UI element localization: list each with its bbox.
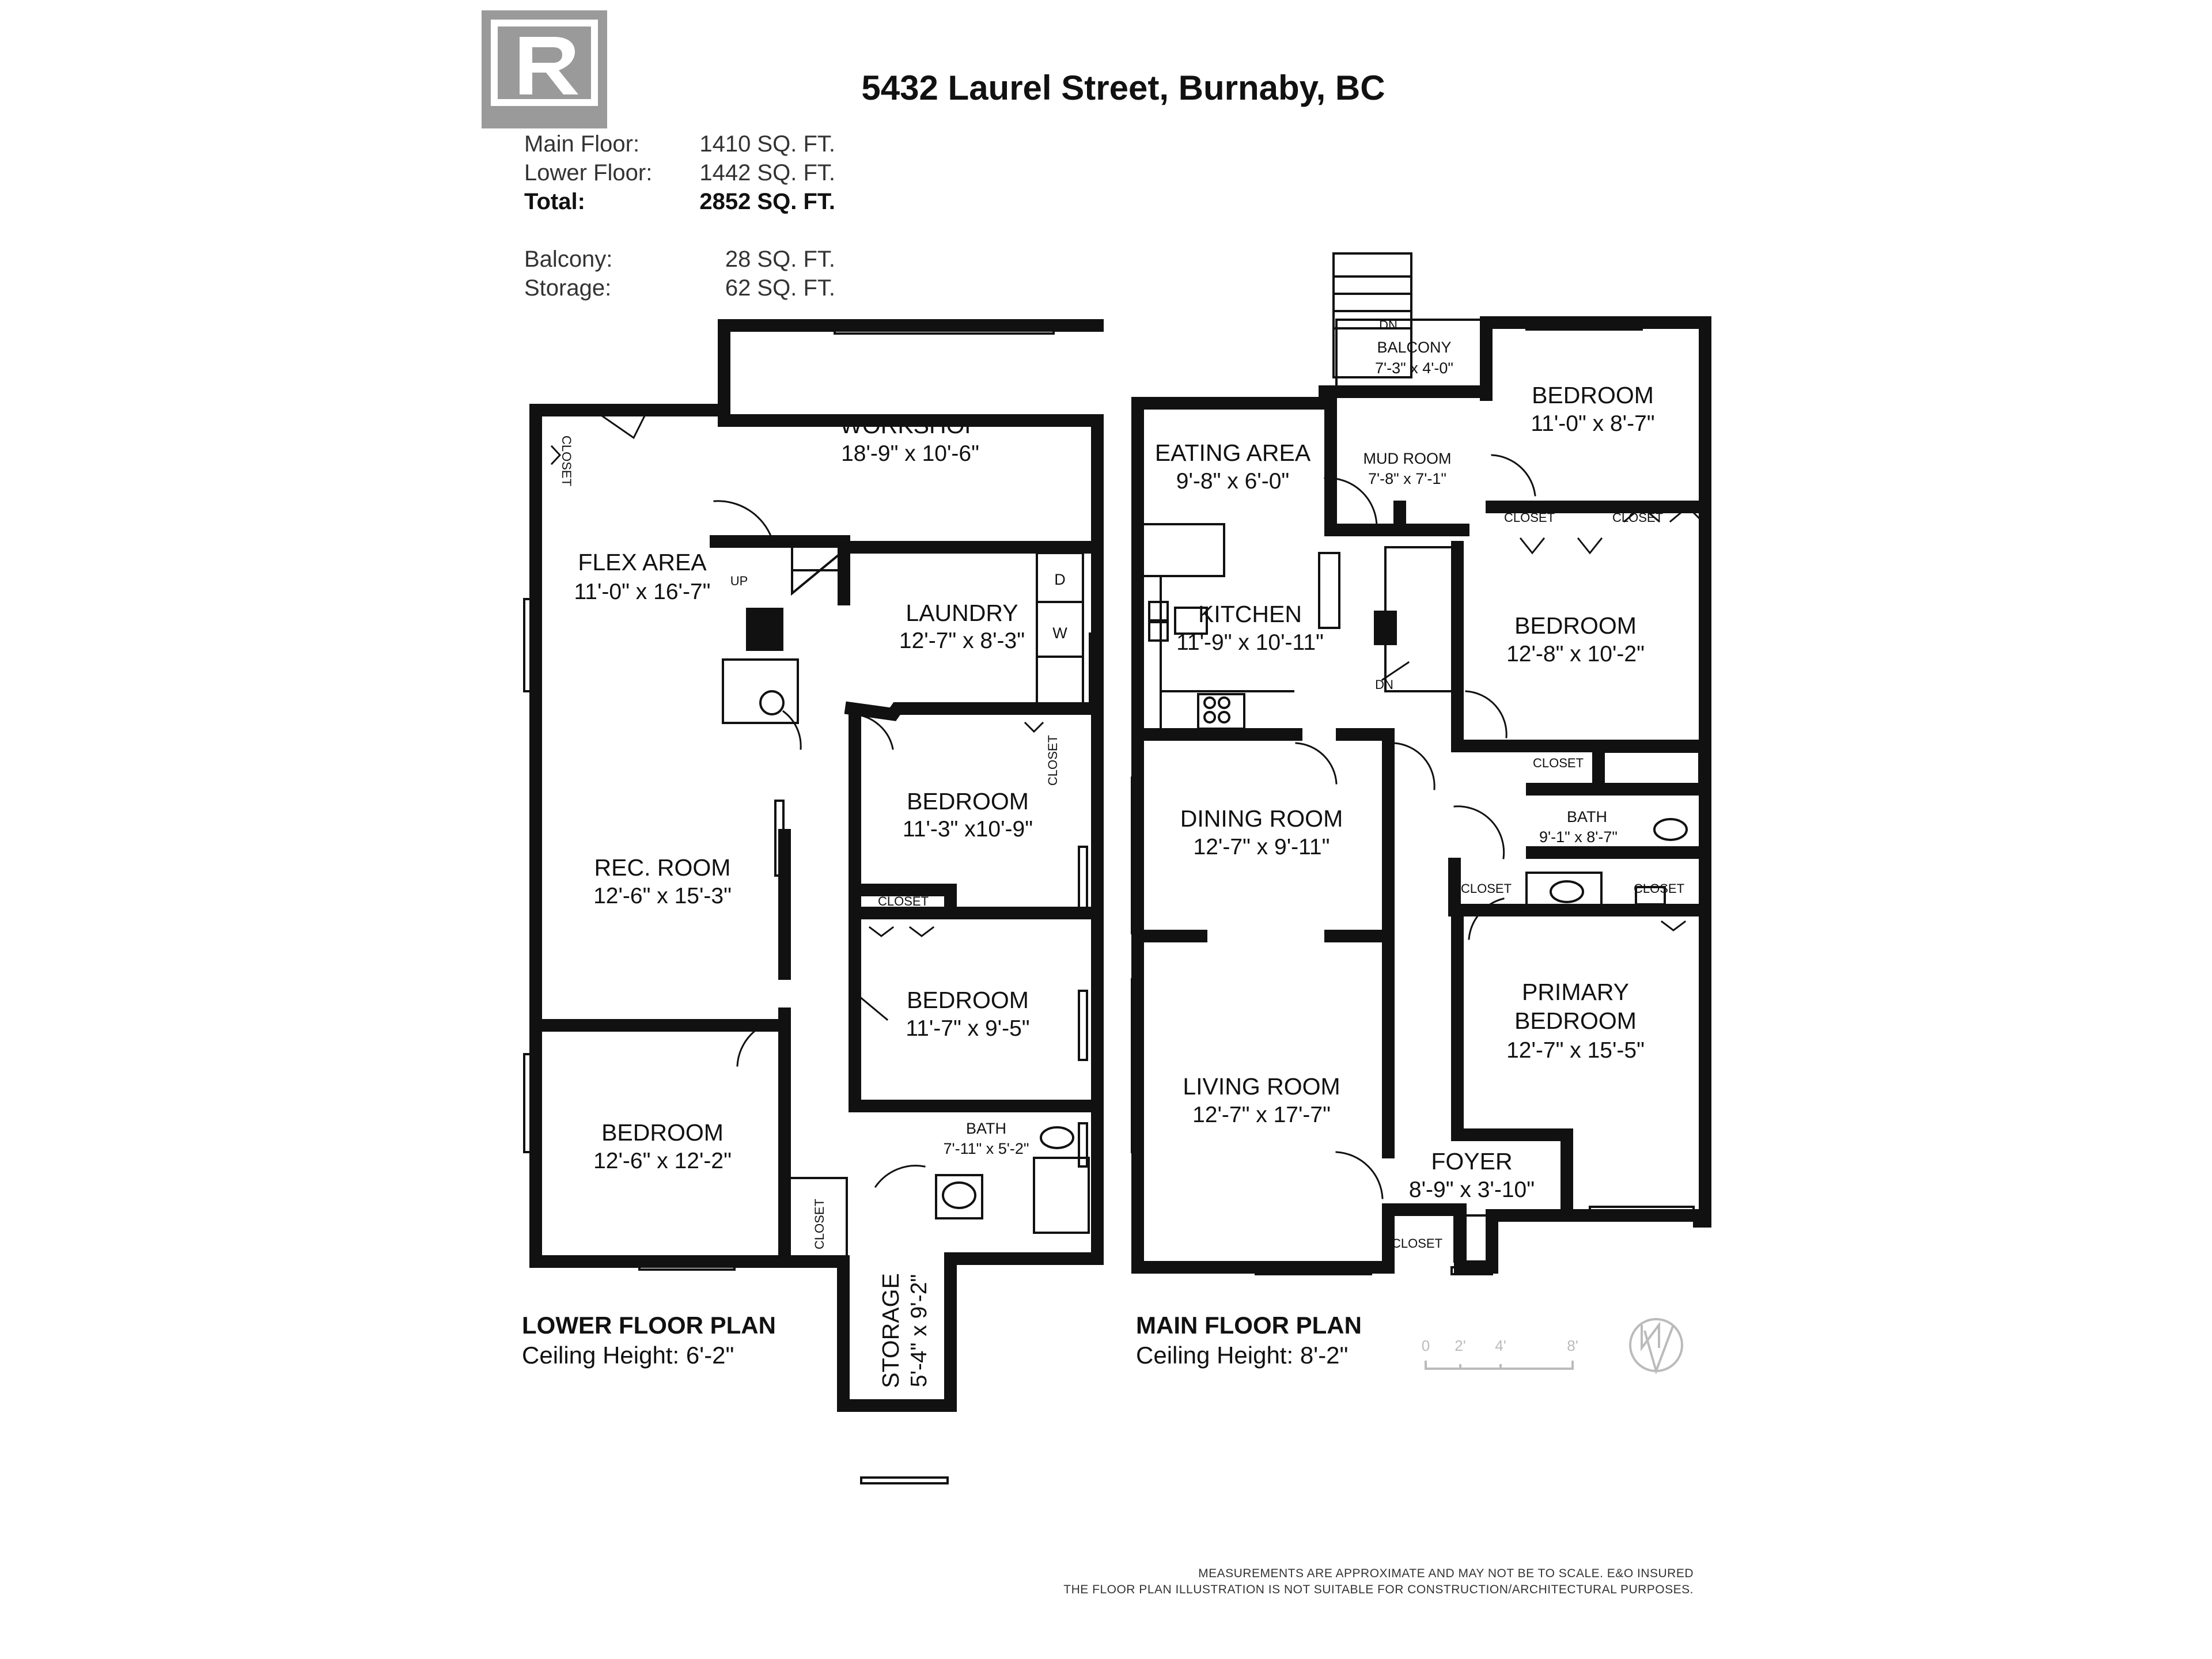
stair-dn-label: DN bbox=[1375, 677, 1393, 692]
kitchen-dim: 11'-9" x 10'-11" bbox=[1176, 630, 1324, 655]
main-bedroom-b-dim: 12'-8" x 10'-2" bbox=[1506, 642, 1645, 666]
living-room-dim: 12'-7" x 17'-7" bbox=[1192, 1103, 1331, 1127]
main-bedroom-a-dim: 11'-0" x 8'-7" bbox=[1531, 411, 1654, 436]
dryer-label: D bbox=[1054, 571, 1066, 588]
flex-area-label: FLEX AREA bbox=[578, 549, 707, 575]
closet-hall: CLOSET bbox=[878, 894, 929, 908]
storage-dim: 5'-4" x 9'-2" bbox=[907, 1274, 931, 1388]
rec-room-dim: 12'-6" x 15'-3" bbox=[593, 884, 732, 908]
foyer-label: FOYER bbox=[1431, 1148, 1512, 1175]
mud-room-label: MUD ROOM bbox=[1363, 450, 1452, 467]
eating-area-dim: 9'-8" x 6'-0" bbox=[1176, 469, 1290, 494]
primary-bedroom-label-1: PRIMARY bbox=[1522, 979, 1629, 1005]
lower-floor-caption: LOWER FLOOR PLAN Ceiling Height: 6'-2" bbox=[522, 1312, 776, 1369]
svg-text:4': 4' bbox=[1495, 1337, 1506, 1354]
storage-label: STORAGE bbox=[877, 1273, 904, 1388]
disclaimer-line-1: MEASUREMENTS ARE APPROXIMATE AND MAY NOT… bbox=[1198, 1567, 1694, 1580]
lower-bath-dim: 7'-11" x 5'-2" bbox=[943, 1140, 1029, 1157]
lower-bedroom-c-label: BEDROOM bbox=[601, 1119, 724, 1146]
svg-text:2': 2' bbox=[1455, 1337, 1465, 1354]
washer-label: W bbox=[1052, 624, 1067, 642]
foyer-dim: 8'-9" x 3'-10" bbox=[1409, 1177, 1535, 1202]
main-floor-caption: MAIN FLOOR PLAN Ceiling Height: 8'-2" bbox=[1136, 1312, 1362, 1369]
lower-floor-labels: WORKSHOP 18'-9" x 10'-6" FLEX AREA 11'-0… bbox=[559, 412, 1067, 1388]
primary-bedroom-label-2: BEDROOM bbox=[1514, 1007, 1637, 1034]
flex-area-dim: 11'-0" x 16'-7" bbox=[574, 579, 711, 604]
mud-room-dim: 7'-8" x 7'-1" bbox=[1368, 470, 1446, 487]
scale-bar bbox=[1425, 1361, 1574, 1370]
closet-bedroom-a-left: CLOSET bbox=[1504, 510, 1555, 525]
lower-bedroom-b-dim: 11'-7" x 9'-5" bbox=[906, 1016, 1029, 1041]
main-bedroom-a-label: BEDROOM bbox=[1532, 382, 1654, 408]
realtor-logo bbox=[482, 10, 607, 128]
balcony-label: BALCONY bbox=[1377, 339, 1451, 356]
lower-bath-label: BATH bbox=[966, 1120, 1006, 1137]
living-room-label: LIVING ROOM bbox=[1183, 1073, 1340, 1100]
primary-bedroom-dim: 12'-7" x 15'-5" bbox=[1506, 1038, 1645, 1063]
closet-foyer: CLOSET bbox=[1392, 1236, 1442, 1251]
closet-bedroom-a: CLOSET bbox=[1046, 735, 1060, 786]
laundry-dim: 12'-7" x 8'-3" bbox=[899, 628, 1025, 653]
eating-area-label: EATING AREA bbox=[1155, 440, 1311, 466]
main-bath-label: BATH bbox=[1567, 808, 1607, 825]
scale-ticks: 0 2' 4' 8' bbox=[1422, 1337, 1578, 1354]
laundry-label: LAUNDRY bbox=[906, 600, 1018, 626]
workshop-label: WORKSHOP bbox=[840, 412, 980, 438]
lower-bedroom-b-label: BEDROOM bbox=[907, 987, 1029, 1013]
fixtures-lines bbox=[523, 252, 1710, 1484]
closet-hall-main: CLOSET bbox=[1533, 756, 1584, 770]
workshop-dim: 18'-9" x 10'-6" bbox=[841, 441, 979, 466]
main-bedroom-b-label: BEDROOM bbox=[1514, 612, 1637, 639]
round-fixtures bbox=[759, 601, 1688, 1209]
door-swings bbox=[550, 410, 1704, 1199]
svg-text:8': 8' bbox=[1567, 1337, 1578, 1354]
stair-up-label: UP bbox=[730, 574, 748, 588]
main-floor-labels: BALCONY 7'-3" x 4'-0" DN BEDROOM 11'-0" … bbox=[1155, 318, 1684, 1251]
closet-bath-right: CLOSET bbox=[1634, 881, 1684, 896]
kitchen-label: KITCHEN bbox=[1198, 601, 1302, 627]
closet-bath-left: CLOSET bbox=[1461, 881, 1512, 896]
lower-bedroom-a-label: BEDROOM bbox=[907, 788, 1029, 815]
balcony-dn-label: DN bbox=[1379, 318, 1397, 332]
main-bath-dim: 9'-1" x 8'-7" bbox=[1539, 828, 1618, 846]
dining-room-dim: 12'-7" x 9'-11" bbox=[1194, 835, 1330, 859]
north-arrow-icon bbox=[1629, 1318, 1683, 1375]
solid-fixtures bbox=[746, 608, 1397, 651]
dining-room-label: DINING ROOM bbox=[1180, 805, 1343, 832]
balcony-dim: 7'-3" x 4'-0" bbox=[1375, 359, 1453, 377]
closet-flex: CLOSET bbox=[559, 435, 574, 486]
rec-room-label: REC. ROOM bbox=[594, 854, 731, 881]
lower-bedroom-c-dim: 12'-6" x 12'-2" bbox=[593, 1149, 732, 1173]
disclaimer-line-2: THE FLOOR PLAN ILLUSTRATION IS NOT SUITA… bbox=[1063, 1583, 1694, 1596]
lower-bedroom-a-dim: 11'-3" x10'-9" bbox=[903, 817, 1033, 842]
closet-bedroom-c: CLOSET bbox=[812, 1199, 827, 1249]
property-address: 5432 Laurel Street, Burnaby, BC bbox=[861, 69, 1385, 107]
closet-bedroom-a-right: CLOSET bbox=[1612, 510, 1663, 525]
svg-text:0: 0 bbox=[1422, 1337, 1430, 1354]
